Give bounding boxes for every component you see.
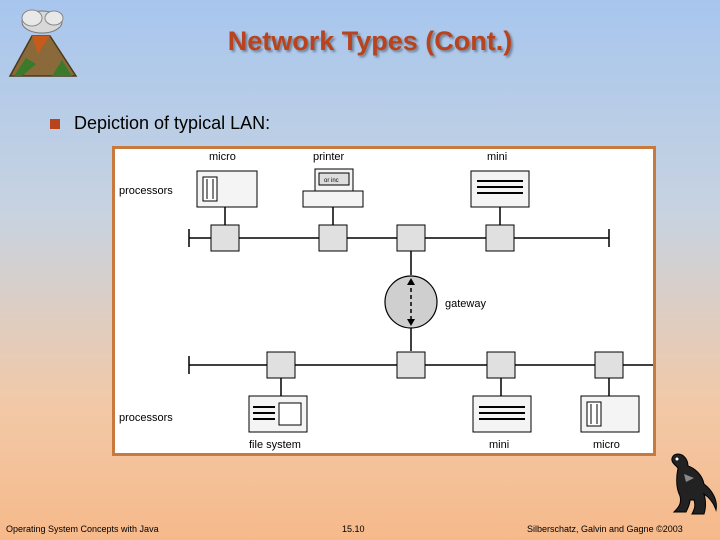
label-printer: printer [313,151,345,163]
footer-authors: Silberschatz, Galvin and Gagne ©2003 [527,524,683,534]
bottom-node-1 [266,351,296,379]
gateway-icon [384,275,438,329]
printer-icon: or inc [302,168,364,208]
mini-computer-bottom-icon [472,395,532,433]
label-mini-top: mini [487,151,507,163]
label-micro-bottom: micro [593,439,620,451]
dinosaur-mascot-icon [671,453,717,515]
top-node-4 [485,224,515,252]
bottom-node-3 [486,351,516,379]
label-file-system: file system [249,439,301,451]
bullet-item: Depiction of typical LAN: [50,113,270,134]
label-processors-bottom: processors [119,412,173,424]
footer-page-number: 15.10 [342,524,365,534]
top-node-3 [396,224,426,252]
micro-computer-icon [196,170,258,208]
bottom-node-4 [594,351,624,379]
file-system-icon [248,395,308,433]
label-mini-bottom: mini [489,439,509,451]
micro-computer-bottom-icon [580,395,640,433]
footer-course: Operating System Concepts with Java [6,524,159,534]
bullet-square-icon [50,118,60,129]
label-micro-top: micro [209,151,236,163]
volcano-logo-icon [8,9,78,77]
top-node-2 [318,224,348,252]
top-node-1 [210,224,240,252]
lan-diagram: micro printer mini processors or inc [112,146,656,456]
slide-title: Network Types (Cont.) [227,26,513,56]
label-gateway: gateway [445,298,486,310]
bottom-node-2 [396,351,426,379]
bullet-text: Depiction of typical LAN: [74,113,271,133]
mini-computer-top-icon [470,170,530,208]
label-processors-top: processors [119,185,173,197]
printer-plate-label: or inc [324,178,339,184]
